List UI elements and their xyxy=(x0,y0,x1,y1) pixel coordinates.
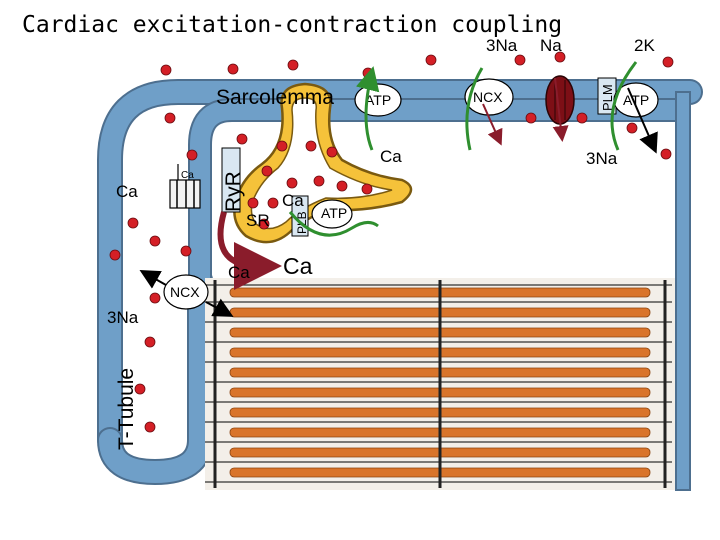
l-type-ca-channel: Ca xyxy=(169,164,201,209)
ryr-channel: RyR xyxy=(221,147,245,213)
ca-cytosol-label: Ca xyxy=(228,263,250,282)
ryr-label: RyR xyxy=(222,171,245,212)
na3-ncx-left-label: 3Na xyxy=(107,308,139,327)
atp-serca-label: ATP xyxy=(321,205,347,221)
ncx-oval-left: NCX xyxy=(163,274,209,310)
ncx-top-label: NCX xyxy=(473,89,503,105)
plm-label: PLM xyxy=(600,84,615,111)
transport-arrows-green xyxy=(288,61,638,237)
atp-oval-serca: ATP xyxy=(311,199,353,229)
flux-arrows xyxy=(139,77,658,317)
ncx-oval-top: NCX xyxy=(464,78,514,116)
na3-pump-label: 3Na xyxy=(586,149,618,168)
ca-sr-uptake-label: Ca xyxy=(380,147,402,166)
ion-dots xyxy=(109,51,674,433)
na-channel-label: Na xyxy=(540,36,562,55)
sr-label: SR xyxy=(246,211,270,230)
sr-release-arrow xyxy=(217,211,282,290)
k2-pump-label: 2K xyxy=(634,36,655,55)
sarcolemma-label: Sarcolemma xyxy=(216,86,334,109)
na3-ncx-top-label: 3Na xyxy=(486,36,518,55)
ncx-left-label: NCX xyxy=(170,284,200,300)
sarcolemma-membrane xyxy=(97,79,703,491)
plm-protein: PLM xyxy=(597,77,617,115)
myofilaments xyxy=(205,278,675,490)
sarcoplasmic-reticulum xyxy=(233,82,413,244)
atp-top-label: ATP xyxy=(365,92,391,108)
ca-big-label: Ca xyxy=(283,253,313,279)
ca-channel-label: Ca xyxy=(181,170,194,181)
t-tubule-label: T-Tubule xyxy=(115,368,138,450)
ca-entry-label: Ca xyxy=(116,182,138,201)
atp-pump-label: ATP xyxy=(623,92,649,108)
page-title: Cardiac excitation-contraction coupling xyxy=(22,12,562,38)
atp-oval-top: ATP xyxy=(354,83,402,117)
ca-release-label: Ca xyxy=(282,191,304,210)
